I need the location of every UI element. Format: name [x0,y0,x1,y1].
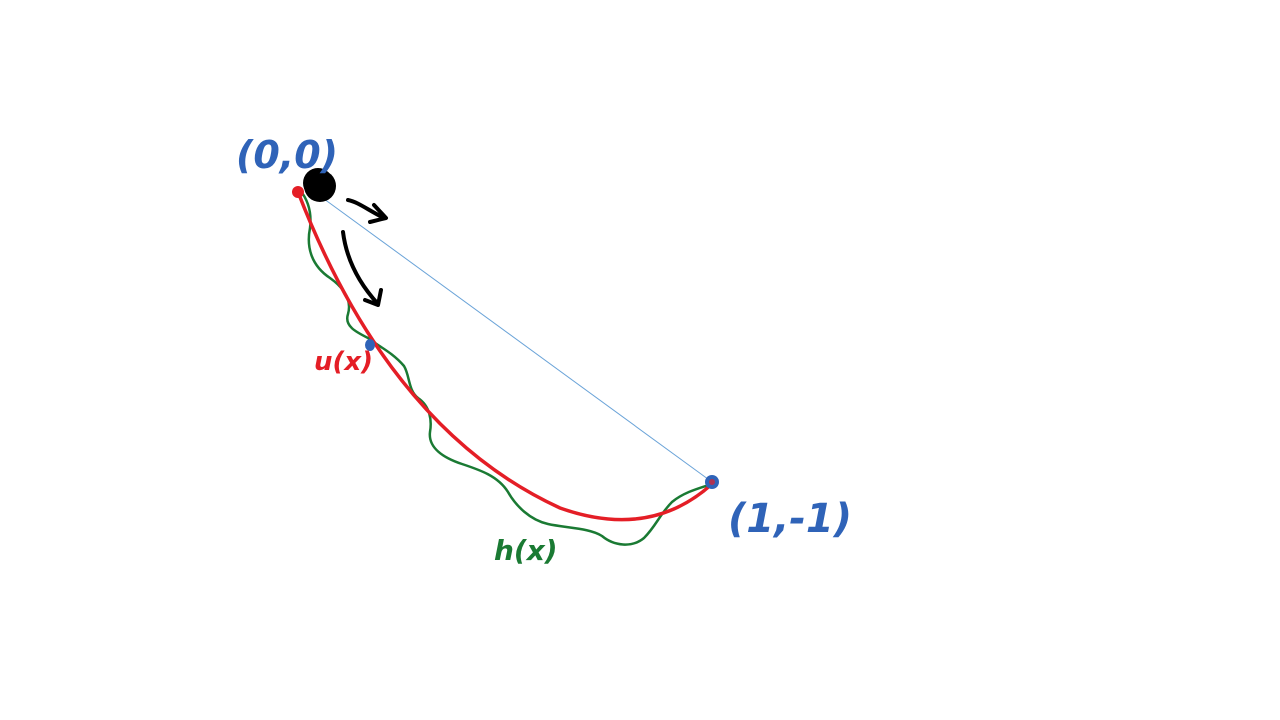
ball-icon [303,168,336,202]
end-point-label: (1,-1) [728,496,852,542]
arrow-down-icon [341,230,383,307]
arrow-right-icon [346,198,388,224]
red-curve-label: u(x) [314,347,373,377]
start-point-marker [292,186,304,198]
mid-point-marker [365,339,375,351]
end-point-marker-center [709,479,715,485]
straight-chord-line [319,195,713,483]
green-curve-label: h(x) [494,534,558,567]
red-curve-u [296,190,714,522]
start-point-label: (0,0) [236,133,338,177]
